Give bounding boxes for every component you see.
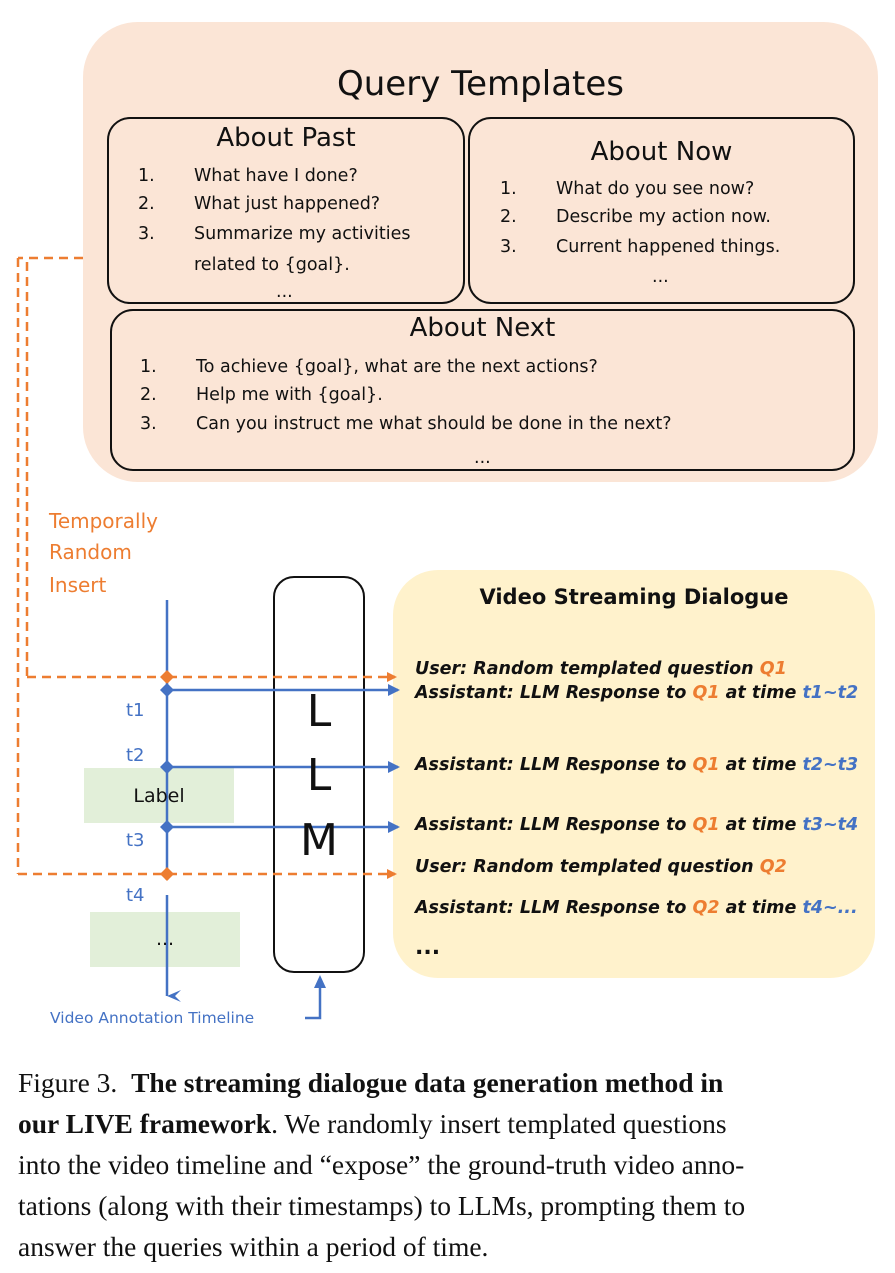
- caption-label: Figure 3.: [18, 1067, 118, 1098]
- timeline-caption: Video Annotation Timeline: [50, 1009, 255, 1027]
- about-now-box: [468, 117, 855, 304]
- about-past-num-2: 2.: [138, 194, 155, 214]
- about-next-box: [110, 309, 855, 471]
- caption-line-2: our LIVE framework. We randomly insert t…: [18, 1103, 878, 1144]
- dialogue-line-2: Assistant: LLM Response to Q1 at time t1…: [415, 683, 858, 703]
- dialogue-line-1-part-2: Q1: [759, 659, 787, 679]
- about-past-item-3: Summarize my activities: [194, 224, 411, 244]
- about-now-num-2: 2.: [500, 207, 517, 227]
- about-next-title: About Next: [409, 313, 556, 343]
- llm-letter-1: L: [306, 686, 332, 737]
- dialogue-line-2-part-4: t1~t2: [802, 683, 859, 703]
- caption-line-1: Figure 3. The streaming dialogue data ge…: [18, 1062, 878, 1103]
- dialogue-line-1: User: Random templated question Q1: [415, 659, 787, 679]
- about-next-item-1: To achieve {goal}, what are the next act…: [196, 357, 598, 377]
- dialogue-panel: [393, 570, 875, 978]
- dialogue-line-4-part-4: t3~t4: [802, 815, 859, 835]
- about-past-box: [107, 117, 465, 304]
- insert-label-line-3: Insert: [49, 573, 107, 597]
- label-box: [84, 768, 234, 823]
- caption-line-2-rest: . We randomly insert templated questions: [271, 1108, 727, 1139]
- video-timeline: [165, 600, 400, 1020]
- about-past-num-1: 1.: [138, 166, 155, 186]
- dialogue-line-2-part-2: Q1: [692, 683, 720, 703]
- dialogue-line-4-part-1: Assistant: LLM Response to: [415, 815, 693, 835]
- dialogue-line-4-part-2: Q1: [692, 815, 720, 835]
- dialogue-line-4: Assistant: LLM Response to Q1 at time t3…: [415, 815, 858, 835]
- tick-t3: t3: [126, 830, 145, 851]
- insert-marker-q2: [160, 867, 174, 881]
- dialogue-line-6-part-3: at time: [719, 898, 803, 918]
- about-now-item-1: What do you see now?: [556, 179, 755, 199]
- about-past-title: About Past: [216, 123, 356, 153]
- dialogue-line-5-part-2: Q2: [759, 857, 787, 877]
- dialogue-line-4-part-3: at time: [719, 815, 803, 835]
- about-past-item-2: What just happened?: [194, 194, 381, 214]
- about-now-item-3: Current happened things.: [556, 237, 781, 257]
- caption-line-5: answer the queries within a period of ti…: [18, 1231, 489, 1262]
- about-next-num-1: 1.: [140, 357, 157, 377]
- tick-t2: t2: [126, 745, 145, 766]
- dialogue-line-2-part-3: at time: [719, 683, 803, 703]
- insert-label-line-2: Random: [49, 540, 132, 564]
- about-past-item-3-cont: related to {goal}.: [194, 255, 350, 275]
- marker-t2: [160, 760, 174, 774]
- about-now-num-3: 3.: [500, 237, 517, 257]
- caption-bold-1: The streaming dialogue data generation m…: [131, 1067, 724, 1098]
- about-past-ellipsis: ...: [276, 282, 293, 302]
- figure-diagram: Query Templates About Past 1. What have …: [16, 22, 878, 1027]
- ellipsis-box: [90, 912, 240, 967]
- dialogue-title: Video Streaming Dialogue: [479, 585, 789, 609]
- llm-letter-2: L: [306, 750, 332, 801]
- about-next-num-3: 3.: [140, 414, 157, 434]
- about-next-item-3: Can you instruct me what should be done …: [196, 414, 672, 434]
- tick-t4: t4: [126, 885, 145, 906]
- about-now-item-2: Describe my action now.: [556, 207, 771, 227]
- tick-t1: t1: [126, 700, 145, 721]
- marker-t1: [160, 683, 174, 697]
- insert-connectors: [16, 256, 397, 879]
- dialogue-line-6-part-1: Assistant: LLM Response to: [415, 898, 693, 918]
- llm-letter-3: M: [300, 815, 338, 866]
- diagram-graphics: [16, 22, 878, 1020]
- dialogue-ellipsis: ...: [415, 935, 441, 960]
- query-templates-panel: [83, 22, 878, 482]
- about-now-ellipsis: ...: [652, 267, 669, 287]
- about-past-num-3: 3.: [138, 224, 155, 244]
- about-next-num-2: 2.: [140, 385, 157, 405]
- about-next-item-2: Help me with {goal}.: [196, 385, 383, 405]
- timeline-markers: [160, 670, 174, 881]
- dialogue-line-3-part-1: Assistant: LLM Response to: [415, 755, 693, 775]
- dialogue-line-6: Assistant: LLM Response to Q2 at time t4…: [415, 898, 858, 918]
- dialogue-line-3-part-3: at time: [719, 755, 803, 775]
- about-next-ellipsis: ...: [474, 448, 491, 468]
- insert-marker-q1: [160, 670, 174, 684]
- figure-caption: Figure 3. The streaming dialogue data ge…: [18, 1062, 878, 1267]
- dialogue-line-6-part-4: t4~...: [802, 898, 858, 918]
- caption-line-4: tations (along with their timestamps) to…: [18, 1190, 746, 1221]
- dialogue-line-3: Assistant: LLM Response to Q1 at time t2…: [415, 755, 858, 775]
- marker-t3: [160, 820, 174, 834]
- dialogue-line-3-part-2: Q1: [692, 755, 720, 775]
- about-now-num-1: 1.: [500, 179, 517, 199]
- dialogue-line-5-part-1: User: Random templated question: [415, 857, 760, 877]
- dialogue-line-1-part-1: User: Random templated question: [415, 659, 760, 679]
- about-now-title: About Now: [590, 137, 733, 167]
- label-box-text: Label: [133, 785, 185, 807]
- dialogue-line-2-part-1: Assistant: LLM Response to: [415, 683, 693, 703]
- caption-line-3: into the video timeline and “expose” the…: [18, 1149, 745, 1180]
- dialogue-line-6-part-2: Q2: [692, 898, 720, 918]
- dialogue-line-5: User: Random templated question Q2: [415, 857, 787, 877]
- about-past-item-1: What have I done?: [194, 166, 358, 186]
- query-templates-title: Query Templates: [337, 64, 624, 104]
- caption-bold-2: our LIVE framework: [18, 1108, 272, 1139]
- dialogue-line-3-part-4: t2~t3: [802, 755, 859, 775]
- insert-label-line-1: Temporally: [49, 509, 158, 533]
- ellipsis-box-text: ...: [155, 928, 175, 950]
